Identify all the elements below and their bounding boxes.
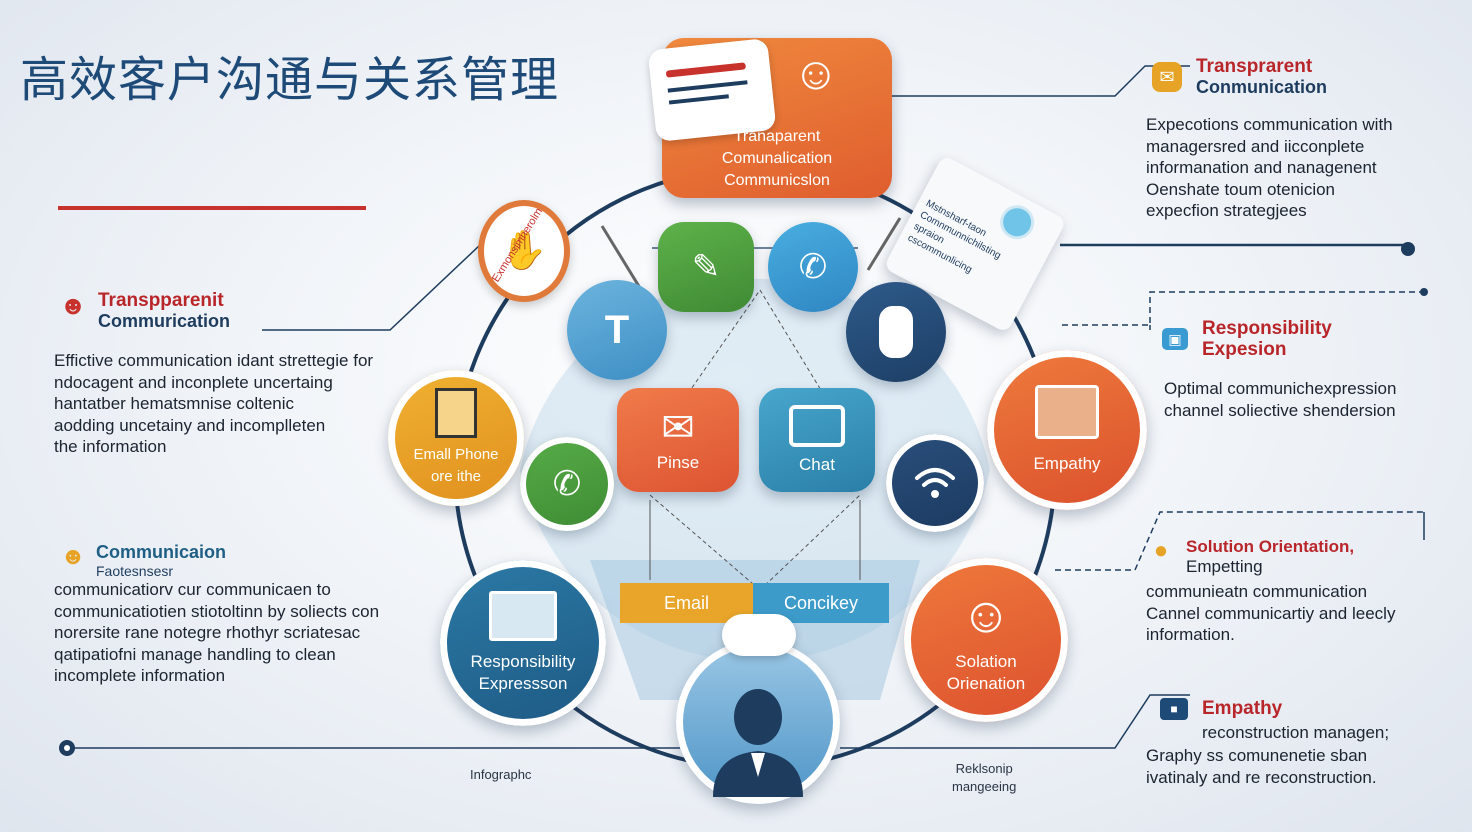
person-headset-icon: ☺	[792, 47, 840, 99]
left-section-1-subtitle: Commurication	[98, 311, 231, 331]
responsibility-line-2: Expressson	[478, 674, 568, 693]
top-card-line-1: Tranaparent	[733, 128, 821, 145]
right-section-3-title: Solution Orientation,	[1186, 537, 1355, 556]
top-card: ☺ Tranaparent Comunalication Communicslo…	[647, 37, 892, 198]
mouse-icon	[879, 306, 913, 358]
envelope-icon: ✉	[661, 406, 695, 450]
chat-yellow-icon: ✉	[1152, 62, 1182, 92]
right-section-4-title: Empathy	[1202, 698, 1283, 719]
phone-icon: ✆	[798, 248, 828, 286]
footer-left-label: Infographc	[470, 767, 532, 782]
chat-tile-label: Chat	[799, 455, 835, 474]
empathy-label: Empathy	[1033, 454, 1101, 473]
green-tile[interactable]: ✎	[658, 222, 754, 312]
right-section-4-subtitle: reconstruction managen;	[1202, 723, 1390, 742]
phone-icon: ✆	[552, 465, 582, 503]
people-icon: ☻	[59, 289, 87, 320]
right-section-1-subtitle: Conmunication	[1196, 77, 1327, 97]
person-gold-icon: ☻	[60, 543, 86, 570]
document-icon	[435, 388, 477, 438]
right-section-2: ▣ Responsibility Expesion Optimal commun…	[1162, 318, 1462, 421]
page-title: 高效客户沟通与关系管理	[20, 52, 560, 108]
email-tile-label: Pinse	[656, 453, 700, 472]
right-section-1-title: Transprarent	[1196, 56, 1313, 77]
left-section-2-title: Communicaion	[96, 542, 227, 562]
responsibility-circle[interactable]: Responsibility Expressson	[440, 560, 606, 726]
right-section-2-body: Optimal communichexpression channel soli…	[1164, 379, 1397, 420]
solution-line-2: Orienation	[946, 674, 1026, 693]
email-phone-circle[interactable]: Emall Phone ore ithe	[388, 370, 524, 506]
email-phone-line-2: ore ithe	[430, 468, 482, 485]
hand-pointer-icon: ✋	[500, 230, 548, 272]
person-suit-icon	[713, 689, 803, 797]
open-book-icon	[1035, 385, 1099, 439]
concikey-bar-label: Concikey	[783, 592, 859, 613]
solution-line-1: Solation	[955, 652, 1017, 671]
left-section-2-body: communicatiorv cur communicaen to commun…	[54, 580, 380, 685]
footer-right-label: Reklsonip mangeeing	[952, 760, 1016, 796]
right-section-3: ● Solution Orientation, Empetting commun…	[1146, 536, 1456, 646]
title-underline	[58, 206, 366, 210]
thought-cloud	[722, 614, 796, 656]
top-card-line-2: Comunalication	[721, 150, 833, 167]
chat-tile[interactable]: Chat	[759, 388, 875, 492]
left-section-2-subtitle: Faotesnsesr	[96, 563, 174, 579]
left-section-1-title: Transpparenit	[98, 290, 224, 311]
left-section-1-body: Effictive communication idant strettegie…	[54, 351, 374, 456]
footer-right-line-2: mangeeing	[952, 779, 1017, 794]
lightbulb-icon: ●	[1153, 537, 1169, 564]
right-section-2-title: Responsibility	[1202, 318, 1332, 339]
t-label: T	[604, 307, 630, 352]
left-section-1: ☻ Transpparenit Commurication Effictive …	[54, 289, 438, 458]
left-section-2: ☻ Communicaion Faotesnsesr communicatior…	[54, 542, 458, 687]
message-blue-icon: ▣	[1162, 328, 1188, 350]
laptop-icon	[489, 591, 557, 641]
chat-screen-icon	[789, 405, 845, 447]
email-phone-line-1: Emall Phone	[413, 446, 499, 463]
camera-icon: ■	[1160, 698, 1188, 720]
top-card-line-3: Communicslon	[724, 172, 830, 189]
right-section-3-subtitle: Empetting	[1186, 557, 1263, 576]
right-section-4-body: Graphy ss comunenetie sban ivatinaly and…	[1146, 746, 1377, 787]
solution-circle[interactable]: ☺ Solation Orienation	[904, 558, 1068, 722]
right-section-1-body: Expecotions communication with managersr…	[1146, 115, 1393, 220]
pen-icon: ✎	[691, 248, 721, 286]
bottom-person-circle[interactable]	[676, 640, 840, 804]
right-section-4: ■ Empathy reconstruction managen; Graphy…	[1146, 698, 1460, 788]
wifi-bubble[interactable]	[886, 434, 984, 532]
right-section-3-body: communieatn communication Cannel communi…	[1146, 582, 1396, 644]
wifi-icon	[915, 468, 955, 498]
email-tile[interactable]: ✉ Pinse	[617, 388, 739, 492]
empathy-circle[interactable]: Empathy	[987, 350, 1147, 510]
person-meditate-icon: ☺	[960, 587, 1012, 643]
blue-phone-bubble[interactable]: ✆	[768, 222, 858, 312]
responsibility-line-1: Responsibility	[470, 652, 576, 671]
right-section-1: ✉ Transprarent Conmunication Expecotions…	[1146, 56, 1456, 222]
left-t-bubble[interactable]: T	[567, 280, 667, 380]
green-phone-bubble[interactable]: ✆	[520, 437, 614, 531]
right-section-2-subtitle: Expesion	[1202, 339, 1287, 360]
footer-right-line-1: Reklsonip	[955, 761, 1013, 776]
email-bar-label: Email	[663, 592, 709, 613]
navy-mouse-bubble[interactable]	[846, 282, 946, 382]
left-tag: ✋	[478, 200, 570, 302]
